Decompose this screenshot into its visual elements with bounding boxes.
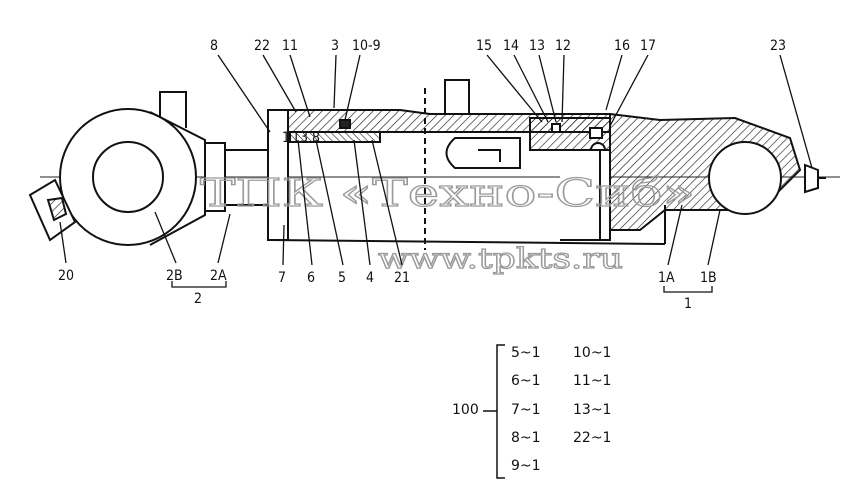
callout-12: 12 [555, 38, 571, 54]
callout-2A: 2A [210, 268, 227, 284]
kit-item: 8~1 [511, 430, 541, 446]
callout-1B: 1B [700, 270, 717, 286]
kit-item: 6~1 [511, 373, 541, 389]
group-label-1: 1 [684, 296, 692, 312]
cylinder-eye [708, 141, 826, 215]
kit-item: 10~1 [573, 345, 612, 361]
grease-fitting-left [28, 178, 77, 242]
callout-21: 21 [394, 270, 410, 286]
callout-14: 14 [503, 38, 519, 54]
kit-item: 22~1 [573, 430, 612, 446]
callout-2B: 2B [166, 268, 183, 284]
section-num-1: 1 [282, 130, 290, 146]
callout-11: 11 [282, 38, 298, 54]
section-num-8: 8 [312, 130, 320, 146]
callout-16: 16 [614, 38, 630, 54]
callout-13: 13 [529, 38, 545, 54]
callout-6: 6 [307, 270, 315, 286]
callout-17: 17 [640, 38, 656, 54]
kit-item: 13~1 [573, 402, 612, 418]
callout-15: 15 [476, 38, 492, 54]
callout-20: 20 [58, 268, 74, 284]
kit-item: 5~1 [511, 345, 541, 361]
group-label-2: 2 [194, 291, 202, 307]
callout-7: 7 [278, 270, 286, 286]
watermark-line1: ТПК «Техно-Сиб» [200, 171, 695, 215]
callout-22: 22 [254, 38, 270, 54]
section-num-13: 13 [292, 130, 308, 146]
callout-1A: 1A [658, 270, 675, 286]
kit-item: 7~1 [511, 402, 541, 418]
kit-number: 100 [452, 402, 479, 418]
kit-brace [483, 344, 505, 479]
callout-4: 4 [366, 270, 374, 286]
callout-23: 23 [770, 38, 786, 54]
callout-3: 3 [331, 38, 339, 54]
leader-lines [59, 54, 813, 293]
kit-item: 11~1 [573, 373, 612, 389]
callout-10-9: 10-9 [352, 38, 381, 54]
callout-8: 8 [210, 38, 218, 54]
kit-item: 9~1 [511, 458, 541, 474]
watermark-line2: www.tpkts.ru [378, 242, 623, 275]
callout-5: 5 [338, 270, 346, 286]
rod-eye-assembly [59, 91, 270, 246]
